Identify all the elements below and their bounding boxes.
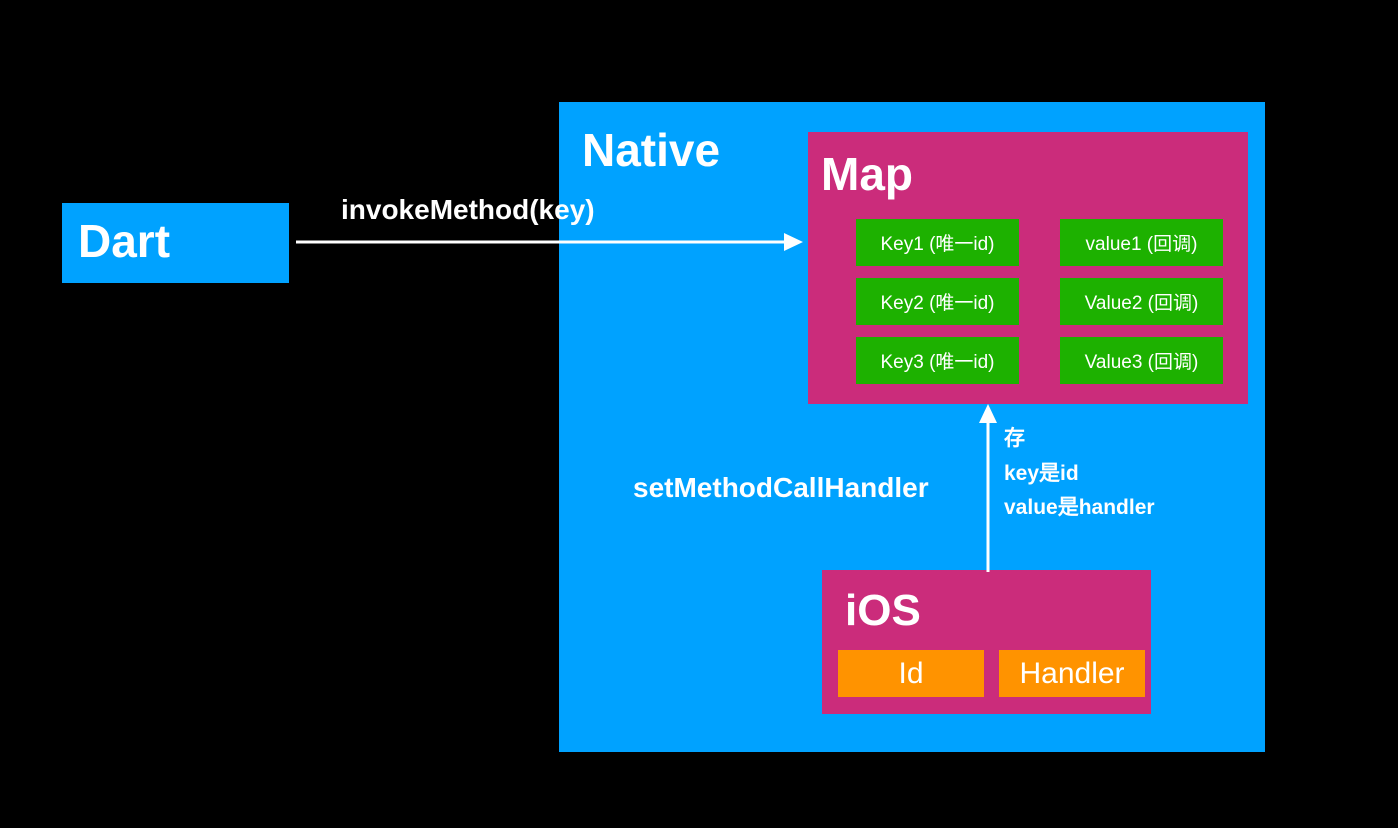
ios-label: iOS (845, 586, 921, 635)
map-label: Map (821, 148, 913, 200)
map-key-cell: Key2 (唯一id) (856, 278, 1019, 325)
map-value-cell: Value3 (回调) (1060, 337, 1223, 384)
map-value-cell: value1 (回调) (1060, 219, 1223, 266)
store-note-line: 存 (1004, 427, 1025, 450)
dart-node: Dart (62, 203, 289, 283)
set-method-call-handler-label: setMethodCallHandler (633, 472, 929, 503)
store-note-line: key是id (1004, 462, 1079, 485)
map-key-cell: Key1 (唯一id) (856, 219, 1019, 266)
invoke-method-label: invokeMethod(key) (341, 194, 595, 225)
dart-label: Dart (78, 215, 171, 267)
map-key-cell: Key3 (唯一id) (856, 337, 1019, 384)
map-node: Map Key1 (唯一id) Key2 (唯一id) Key3 (唯一id) … (808, 132, 1248, 404)
map-value-cell: Value2 (回调) (1060, 278, 1223, 325)
store-arrow (979, 404, 997, 572)
ios-node: iOS Id Handler (822, 570, 1151, 714)
native-label: Native (582, 124, 721, 176)
ios-id-cell: Id (838, 650, 984, 697)
ios-handler-cell: Handler (999, 650, 1145, 697)
store-note-line: value是handler (1004, 496, 1155, 519)
invoke-arrow (296, 233, 803, 251)
